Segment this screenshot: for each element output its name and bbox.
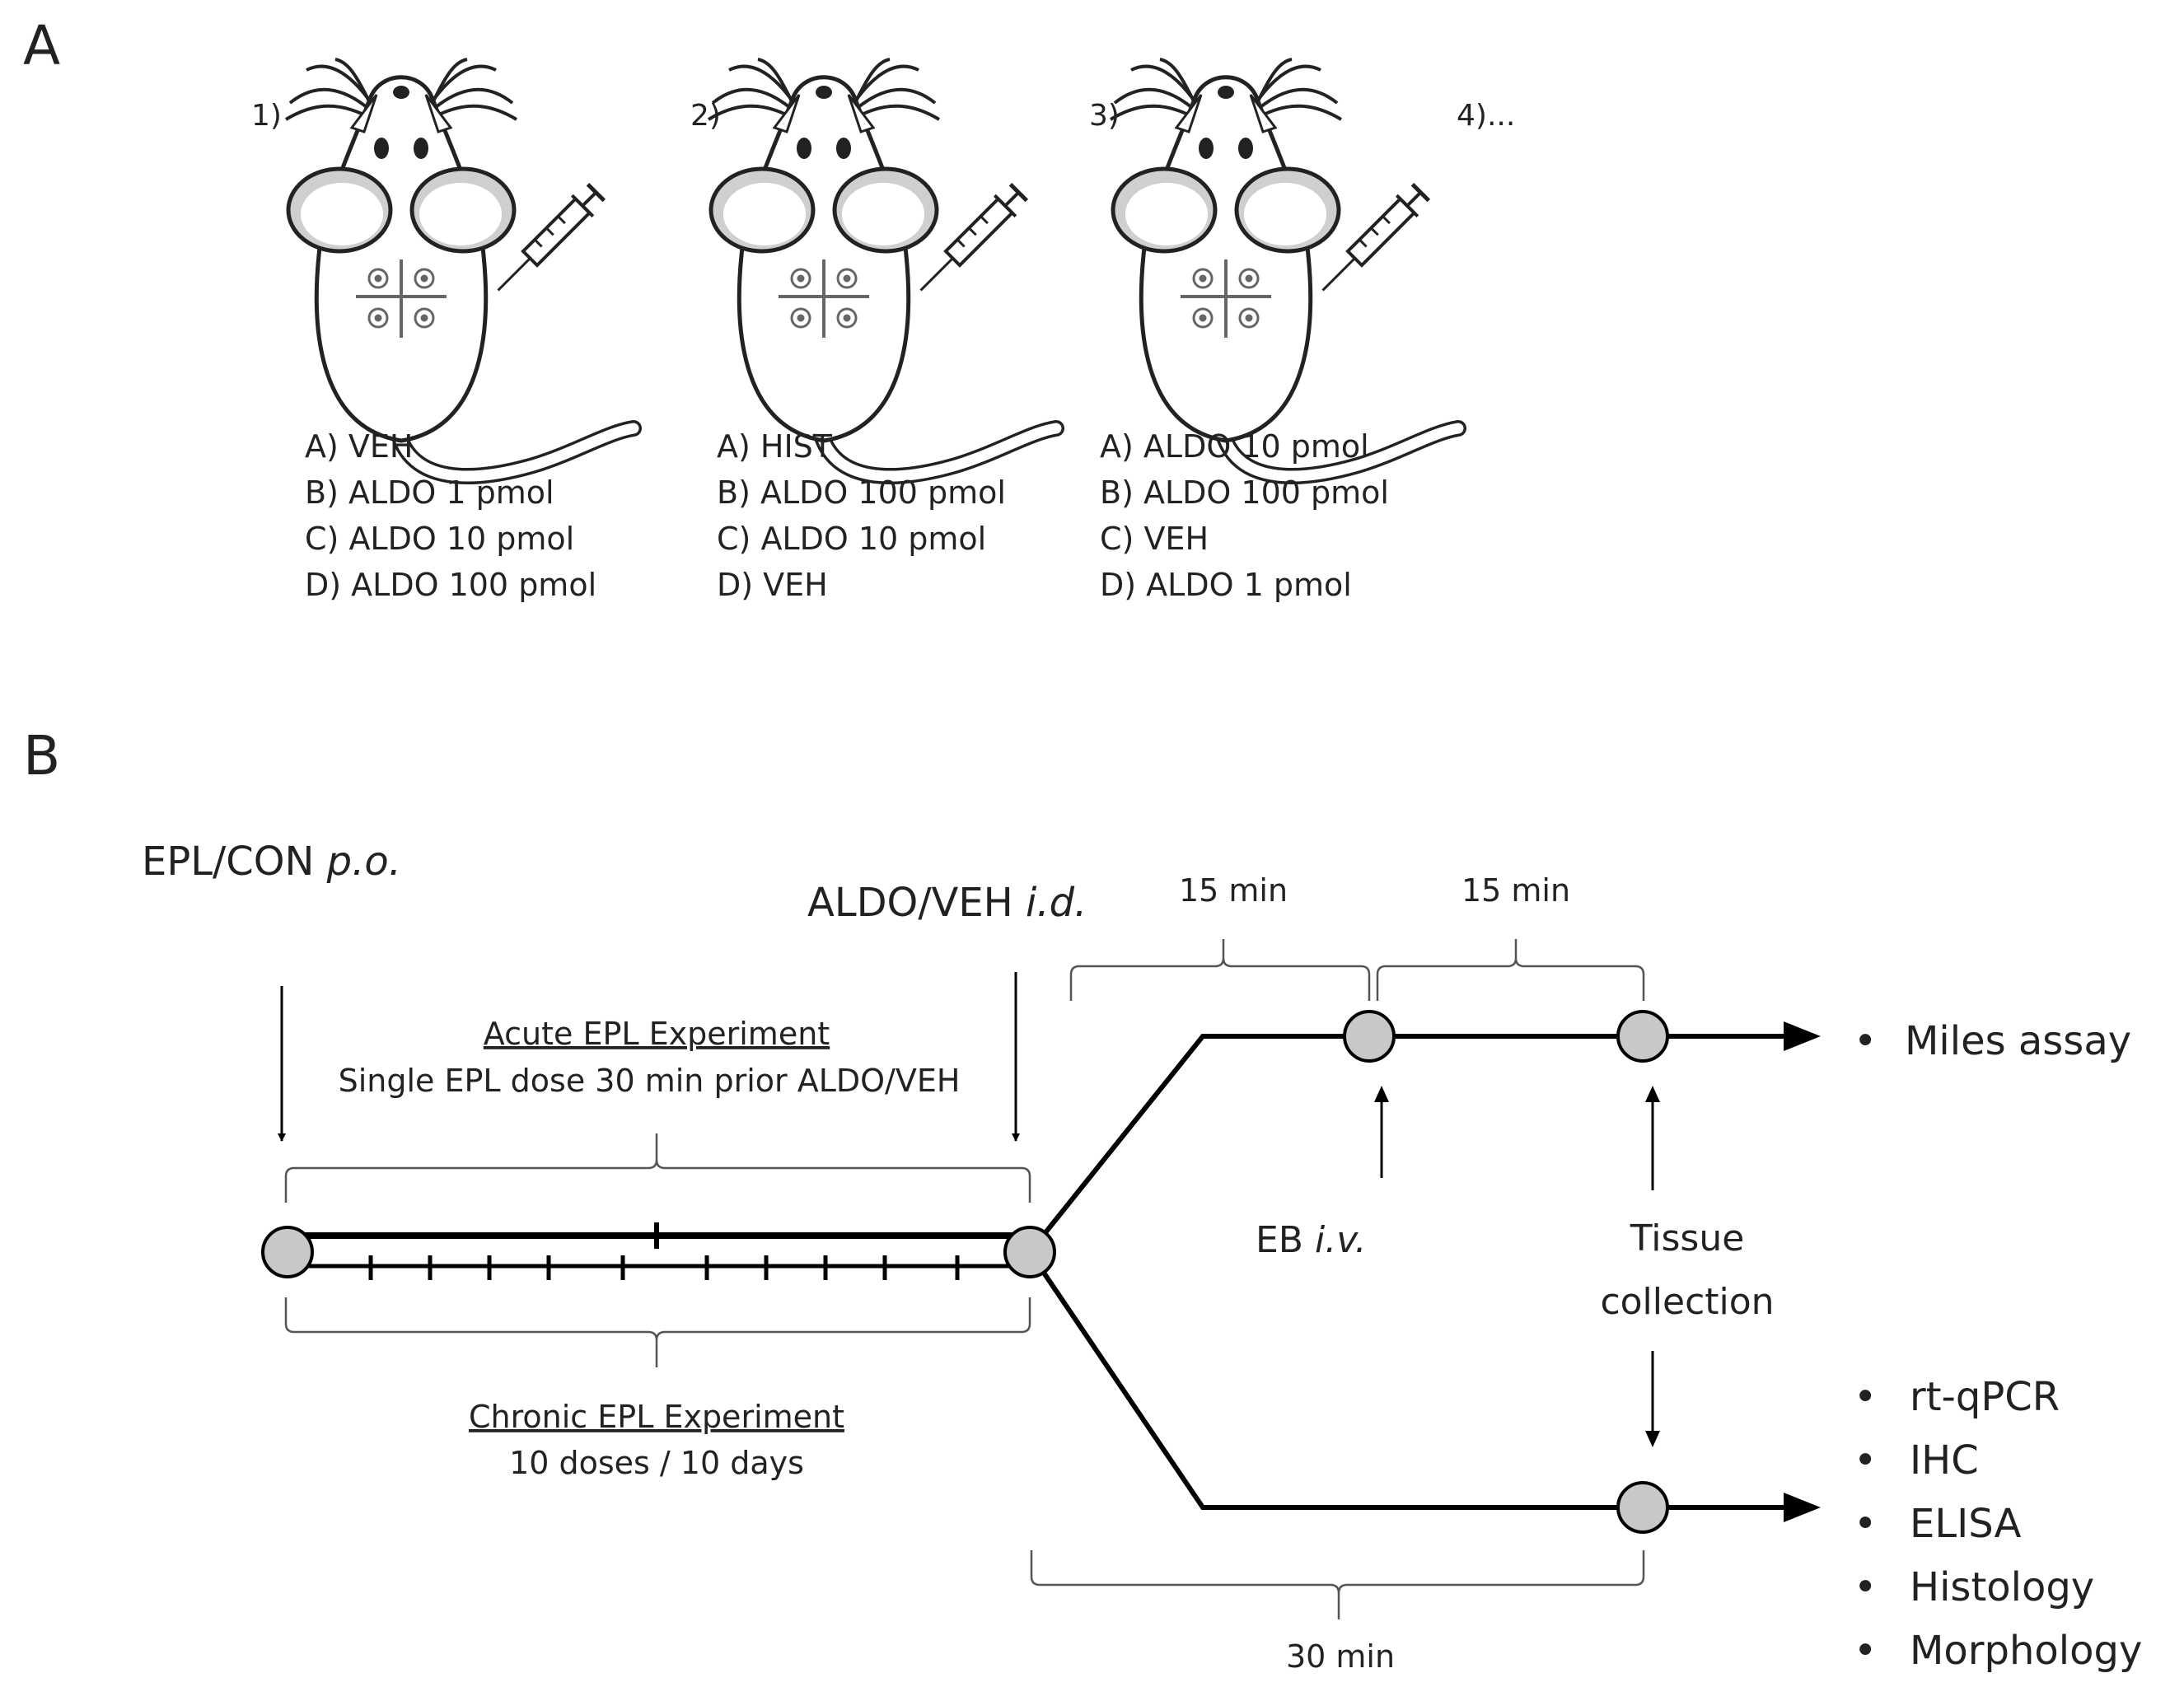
mouse-3-illustration <box>1111 59 1458 476</box>
acute-title: Acute EPL Experiment <box>484 1016 830 1052</box>
interval-1-brace <box>1069 939 1371 1001</box>
mouse-1-illustration <box>286 59 634 476</box>
panel-b-label: B <box>23 724 60 787</box>
chronic-dose-ticks <box>368 1255 960 1280</box>
mouse-2-site-b: B) ALDO 100 pmol <box>717 474 1006 511</box>
chronic-brace <box>284 1297 1031 1367</box>
aldo-veh-label: ALDO/VEH i.d. <box>807 880 1087 926</box>
eb-label: EB i.v. <box>1256 1219 1367 1261</box>
output-ihc: IHC <box>1910 1437 1979 1484</box>
eb-timepoint <box>1343 1010 1396 1063</box>
lower-branch-line <box>1027 1250 1639 1510</box>
eb-arrowhead <box>1374 1086 1389 1102</box>
output-histology: Histology <box>1910 1564 2094 1610</box>
mouse-3-site-b: B) ALDO 100 pmol <box>1100 474 1389 511</box>
more-mice-label: 4)... <box>1457 99 1515 133</box>
mouse-1-site-c: C) ALDO 10 pmol <box>305 521 574 557</box>
mouse-3-site-d: D) ALDO 1 pmol <box>1100 567 1352 603</box>
mouse-1-site-a: A) VEH <box>305 428 413 465</box>
upper-arrowhead <box>1784 1021 1821 1051</box>
bullet-elisa: • <box>1854 1501 1877 1547</box>
tissue-down-arrowhead <box>1645 1431 1660 1447</box>
mouse-2-illustration <box>709 59 1056 476</box>
lower-arrowhead <box>1784 1493 1821 1522</box>
interval-1-label: 15 min <box>1179 872 1288 909</box>
panel-a-label: A <box>23 14 60 77</box>
interval-3-brace <box>1030 1550 1645 1619</box>
upper-tissue-timepoint <box>1616 1010 1669 1063</box>
tissue-label-line-1: Tissue <box>1630 1217 1745 1259</box>
mouse-1-site-b: B) ALDO 1 pmol <box>305 474 554 511</box>
acute-brace <box>284 1133 1031 1203</box>
bullet-rt-qpcr: • <box>1854 1374 1877 1420</box>
chronic-description: 10 doses / 10 days <box>509 1445 804 1481</box>
tissue-up-arrowhead <box>1645 1086 1660 1102</box>
mouse-3-site-a: A) ALDO 10 pmol <box>1100 428 1369 465</box>
output-miles-assay: Miles assay <box>1905 1018 2131 1064</box>
bullet-miles: • <box>1854 1018 1877 1064</box>
interval-3-label: 30 min <box>1286 1638 1395 1675</box>
epl-con-label: EPL/CON p.o. <box>142 839 401 885</box>
output-elisa: ELISA <box>1910 1501 2022 1547</box>
tissue-label-line-2: collection <box>1600 1281 1774 1323</box>
mouse-2-site-a: A) HIST <box>717 428 833 465</box>
mouse-1-site-d: D) ALDO 100 pmol <box>305 567 596 603</box>
mouse-2-site-d: D) VEH <box>717 567 828 603</box>
bullet-histology: • <box>1854 1564 1877 1610</box>
lower-tissue-timepoint <box>1616 1481 1669 1534</box>
chronic-title: Chronic EPL Experiment <box>469 1399 844 1435</box>
upper-branch-line <box>1027 1034 1366 1254</box>
mouse-1-number: 1) <box>251 99 282 133</box>
mouse-3-site-c: C) VEH <box>1100 521 1209 557</box>
output-morphology: Morphology <box>1910 1628 2142 1674</box>
mouse-2-site-c: C) ALDO 10 pmol <box>717 521 986 557</box>
bullet-ihc: • <box>1854 1437 1877 1484</box>
acute-description: Single EPL dose 30 min prior ALDO/VEH <box>339 1063 961 1099</box>
bullet-morphology: • <box>1854 1628 1877 1674</box>
start-timepoint <box>261 1226 314 1278</box>
interval-2-label: 15 min <box>1461 872 1570 909</box>
interval-2-brace <box>1376 939 1645 1001</box>
output-rt-qpcr: rt-qPCR <box>1910 1374 2060 1420</box>
injection-timepoint <box>1003 1226 1056 1278</box>
